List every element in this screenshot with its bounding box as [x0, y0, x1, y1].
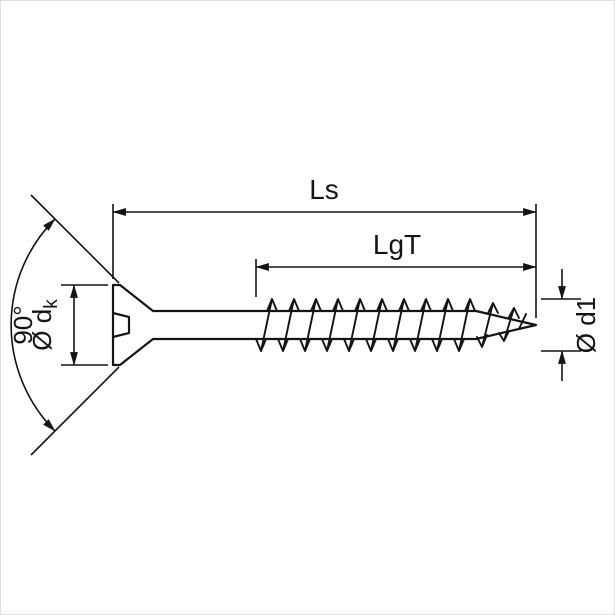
angle-leg-top — [30, 194, 120, 284]
screw-body — [111, 283, 538, 367]
head-angle-annotation: 90° — [8, 194, 120, 456]
angle-arc — [10, 218, 56, 432]
screw-drive-recess — [111, 311, 131, 339]
angle-label: 90° — [8, 305, 38, 344]
dk-extension-lines — [61, 284, 108, 366]
dimension-thread-length: LgT — [255, 229, 537, 297]
angle-leg-bottom — [30, 366, 120, 456]
ls-label: Ls — [309, 174, 339, 205]
screw-tip-thread — [476, 302, 527, 348]
dimension-head-diameter: Ø dk — [27, 284, 108, 366]
screw-outline — [111, 283, 538, 367]
ls-extension-lines — [112, 204, 537, 318]
d1-label: Ø d1 — [571, 297, 601, 353]
dimension-thread-diameter: Ø d1 — [541, 269, 601, 381]
screw-thread — [255, 298, 476, 352]
dimension-total-length: Ls — [112, 174, 537, 318]
lgt-label: LgT — [373, 229, 421, 260]
